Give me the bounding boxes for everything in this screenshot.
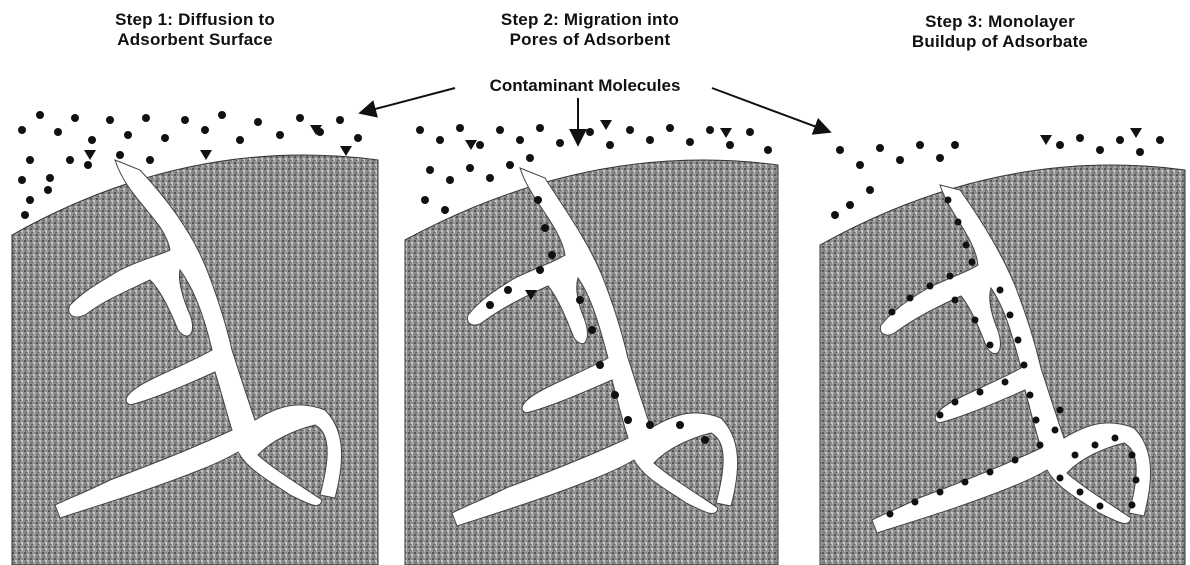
arrow-to-panel-1 [360, 88, 455, 113]
callout-arrows [360, 88, 830, 145]
arrow-to-panel-3 [712, 88, 830, 132]
panel-1 [12, 155, 378, 565]
panel-2 [405, 160, 778, 565]
